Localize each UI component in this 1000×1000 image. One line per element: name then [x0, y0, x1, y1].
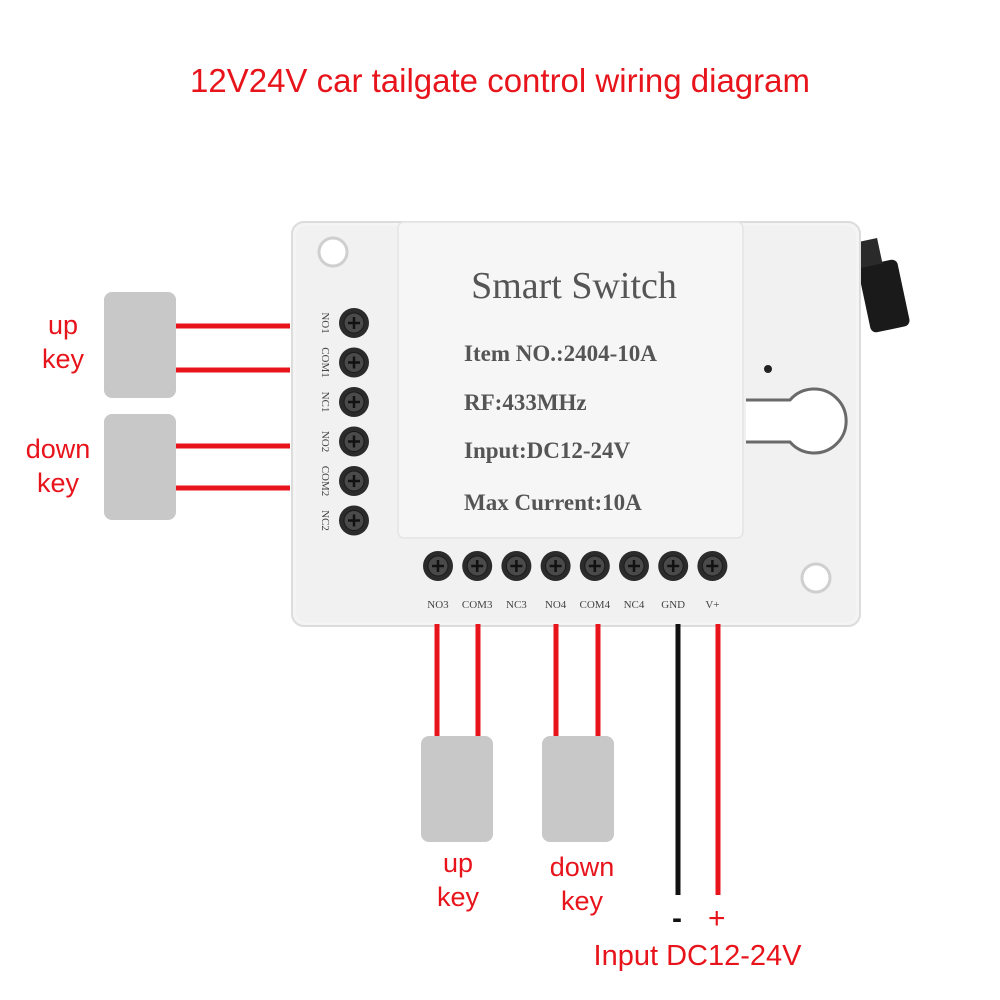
screw-terminal-vplus: [697, 551, 728, 581]
screw-terminal-no2: [339, 426, 369, 457]
device-name: Smart Switch: [471, 265, 677, 307]
screw-terminal-nc1: [339, 387, 369, 417]
terminal-label-no1: NO1: [319, 312, 331, 333]
screw-terminal-com2: [339, 466, 369, 496]
screw-terminal-nc2: [339, 505, 369, 536]
device-max-current: Max Current:10A: [464, 490, 642, 515]
terminal-label-com4: COM4: [580, 599, 611, 611]
screw-terminal-nc4: [619, 551, 649, 581]
antenna: [855, 237, 910, 333]
screw-terminal-com3: [462, 551, 493, 581]
screw-terminal-nc3: [501, 551, 532, 581]
bottom-terminal-block: [423, 551, 728, 581]
terminal-label-no3: NO3: [427, 599, 449, 611]
bottom-wires: [434, 624, 601, 740]
terminal-label-com1: COM1: [319, 347, 331, 378]
terminal-label-no2: NO2: [319, 431, 331, 452]
terminal-label-gnd: GND: [661, 599, 685, 611]
screw-terminal-no4: [540, 551, 571, 581]
mount-hole-top: [317, 236, 349, 268]
left-terminal-block: [339, 308, 369, 536]
up-key-left-label: up key: [41, 310, 85, 374]
up-key-left: [104, 292, 176, 398]
label-panel: [397, 221, 744, 539]
power-minus-symbol: -: [672, 902, 682, 935]
screw-terminal-gnd: [658, 551, 689, 581]
terminal-label-nc3: NC3: [506, 599, 527, 611]
down-key-bottom: [542, 736, 614, 842]
terminal-label-vplus: V+: [705, 599, 719, 611]
down-key-bottom-label: down key: [549, 852, 615, 916]
up-key-bottom: [421, 736, 493, 842]
up-key-bottom-label: up key: [436, 848, 480, 912]
screw-terminal-com1: [339, 347, 369, 378]
terminal-label-com3: COM3: [462, 599, 493, 611]
pairing-button: [746, 387, 848, 455]
device-rf: RF:433MHz: [464, 390, 587, 415]
device-item-no: Item NO.:2404-10A: [464, 341, 657, 366]
terminal-label-nc2: NC2: [319, 510, 331, 531]
terminal-label-nc1: NC1: [319, 392, 331, 413]
device-input: Input:DC12-24V: [464, 438, 631, 463]
down-key-left-label: down key: [25, 434, 91, 498]
led-indicator: [764, 365, 772, 373]
screw-terminal-com4: [579, 551, 610, 581]
screw-terminal-no1: [339, 308, 369, 338]
power-plus-symbol: +: [708, 902, 726, 935]
power-input-label: Input DC12-24V: [593, 940, 802, 972]
screw-terminal-no3: [423, 551, 453, 581]
terminal-label-com2: COM2: [319, 466, 331, 497]
terminal-label-no4: NO4: [545, 599, 567, 611]
down-key-left: [104, 414, 176, 520]
smart-switch-module: [291, 221, 861, 627]
terminal-label-nc4: NC4: [624, 599, 645, 611]
left-wires: [176, 323, 290, 491]
diagram-title: 12V24V car tailgate control wiring diagr…: [190, 62, 810, 99]
mount-hole-bottom: [800, 562, 832, 594]
